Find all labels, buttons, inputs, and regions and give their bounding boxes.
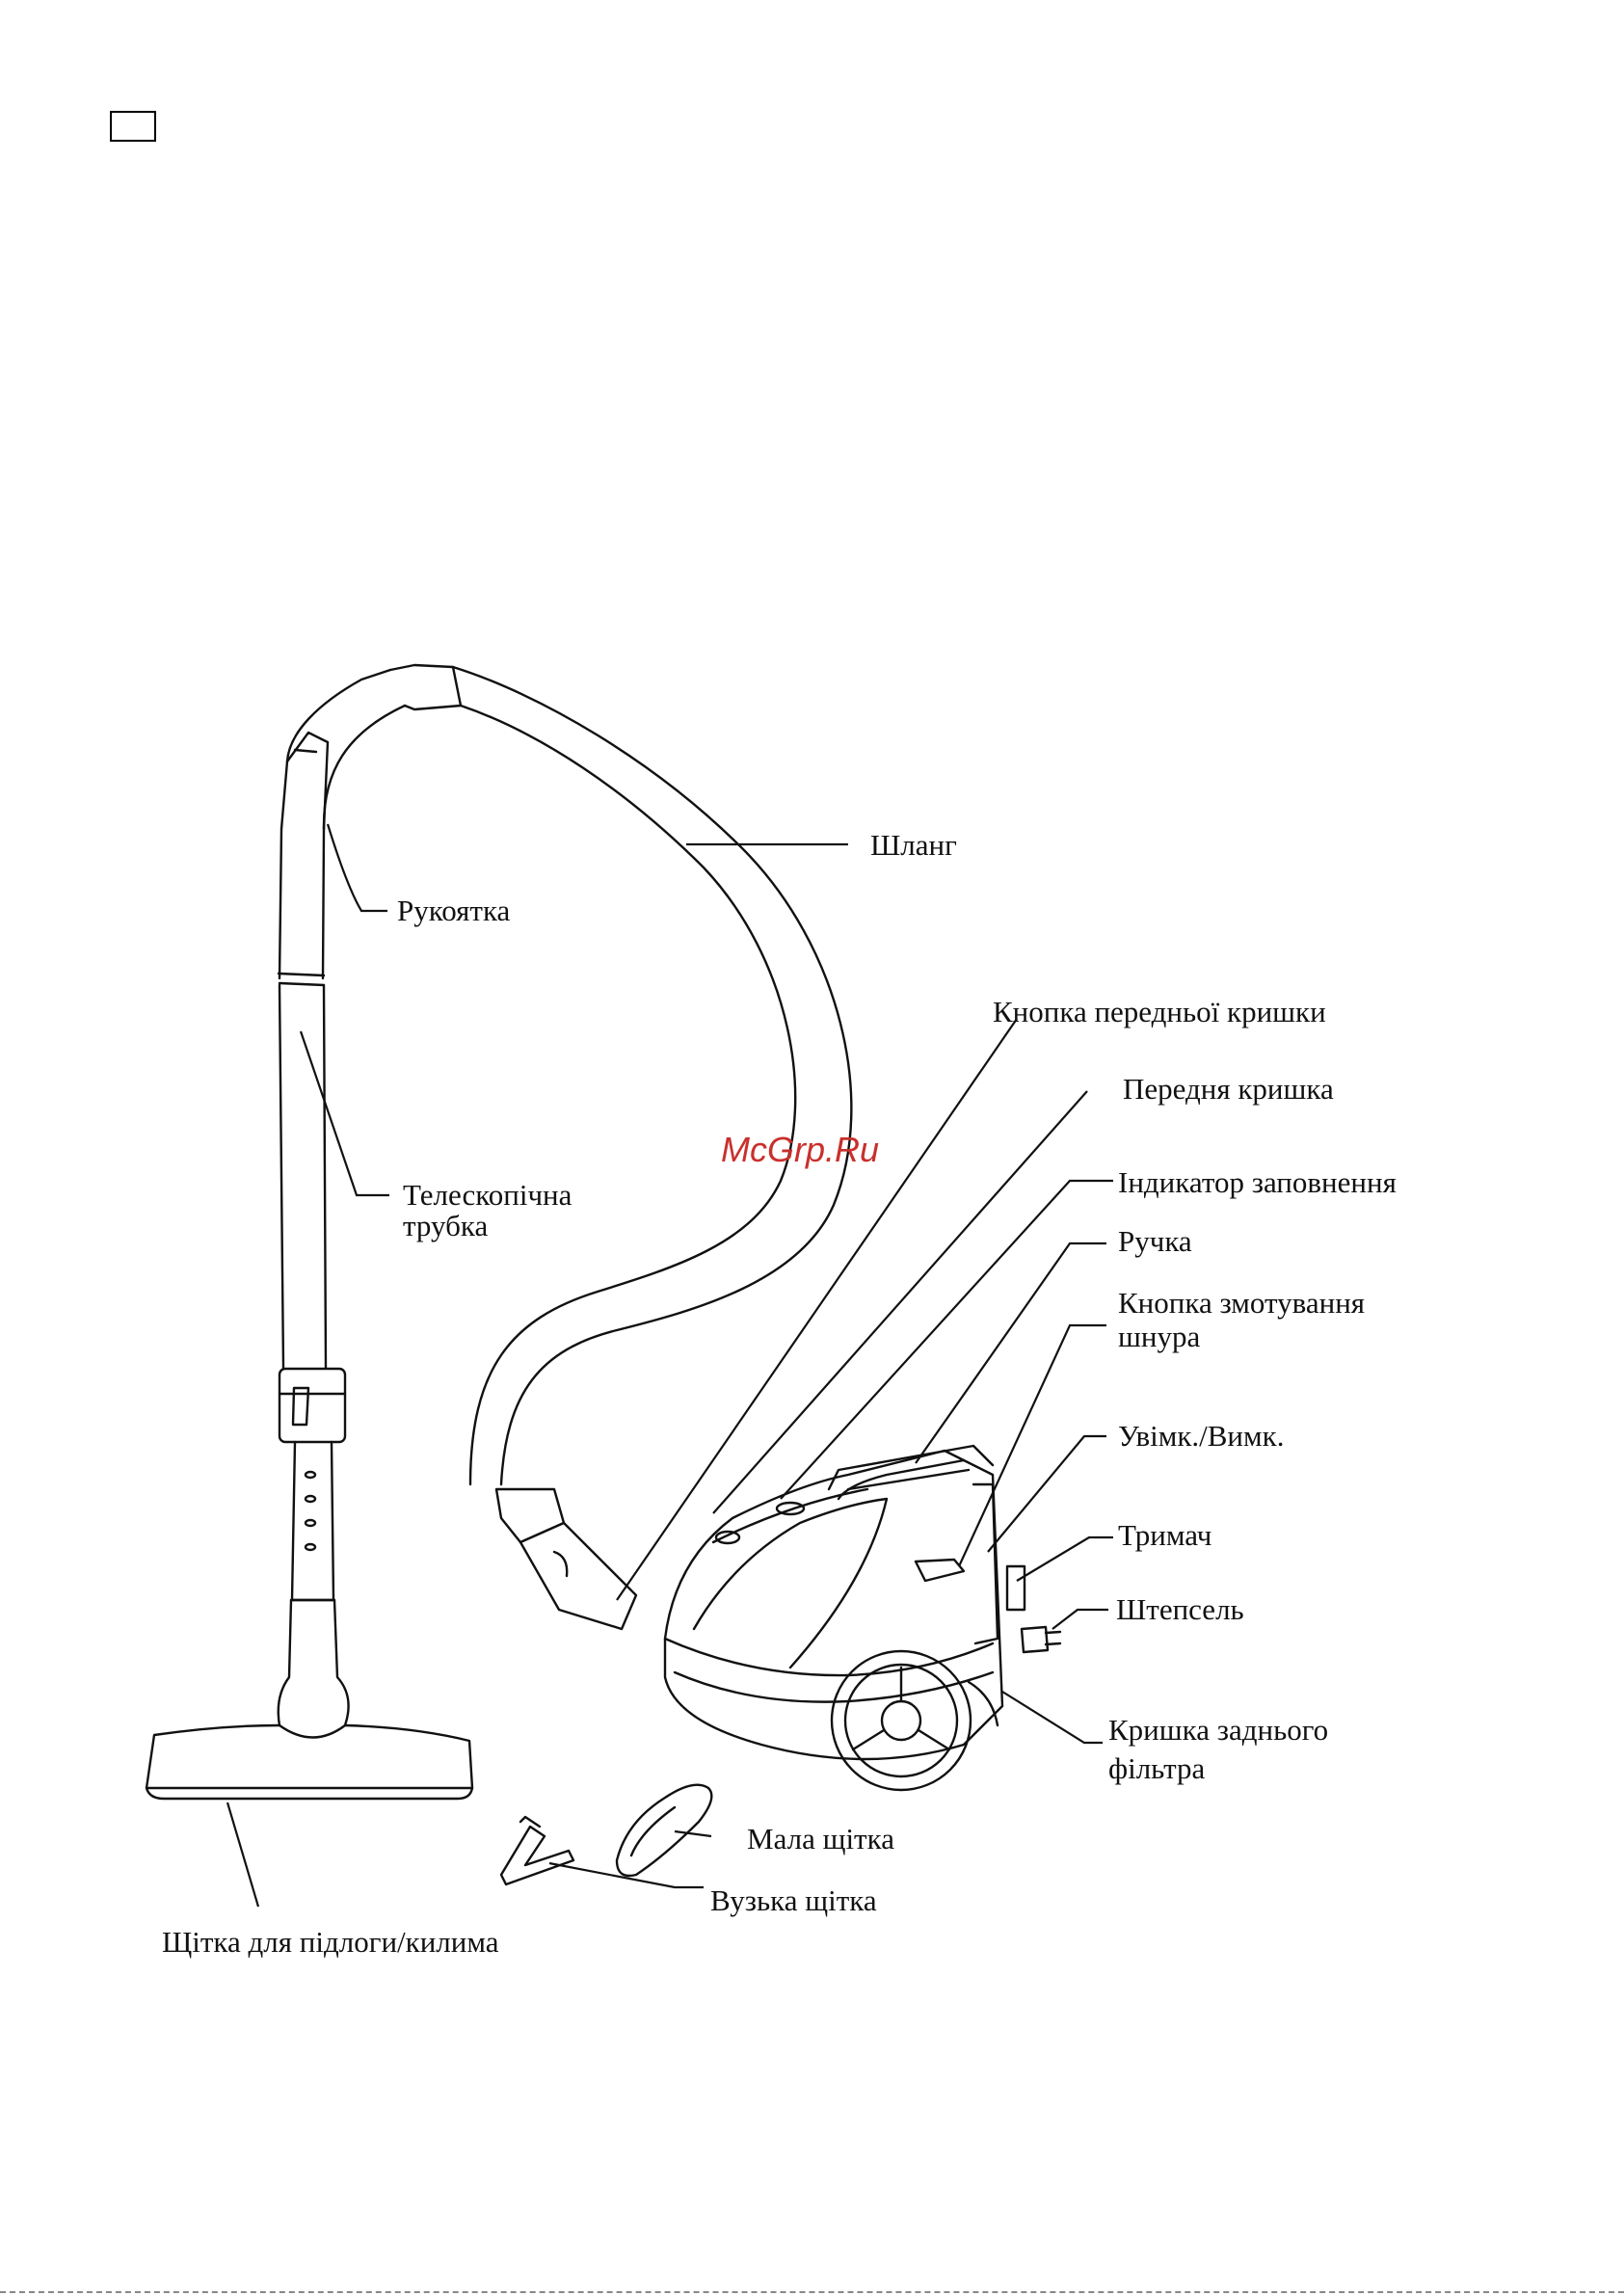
watermark: McGrp.Ru: [721, 1130, 879, 1169]
label-front-cover-button: Кнопка передньої кришки: [993, 995, 1326, 1028]
label-rear-filter-cover-line2: фільтра: [1108, 1751, 1206, 1785]
label-handle: Рукоятка: [397, 894, 511, 927]
label-cord-rewind-button-line1: Кнопка змотування: [1118, 1286, 1365, 1320]
label-telescopic-tube-line1: Телескопічна: [403, 1178, 572, 1212]
vacuum-body-drawing: [665, 1446, 1060, 1790]
label-telescopic-tube-line2: трубка: [403, 1209, 488, 1242]
label-hose: Шланг: [870, 828, 957, 862]
label-power-switch: Увімк./Вимк.: [1118, 1419, 1284, 1453]
label-carry-handle: Ручка: [1118, 1224, 1192, 1258]
label-crevice-nozzle: Вузька щітка: [710, 1883, 877, 1917]
label-plug: Штепсель: [1116, 1592, 1244, 1626]
accessories-drawing: [501, 1785, 711, 1884]
label-floor-carpet-brush: Щітка для підлоги/килима: [162, 1925, 499, 1959]
label-small-brush: Мала щітка: [747, 1822, 894, 1855]
label-rear-filter-cover-line1: Кришка заднього: [1108, 1713, 1328, 1747]
page-bottom-rule: [0, 2291, 1624, 2293]
label-front-cover: Передня кришка: [1123, 1072, 1334, 1106]
wand-drawing: [146, 733, 472, 1799]
label-cord-rewind-button-line2: шнура: [1118, 1320, 1200, 1353]
label-holder: Тримач: [1118, 1518, 1211, 1552]
label-fill-indicator: Індикатор заповнення: [1118, 1165, 1397, 1199]
leader-lines: [227, 824, 1113, 1907]
